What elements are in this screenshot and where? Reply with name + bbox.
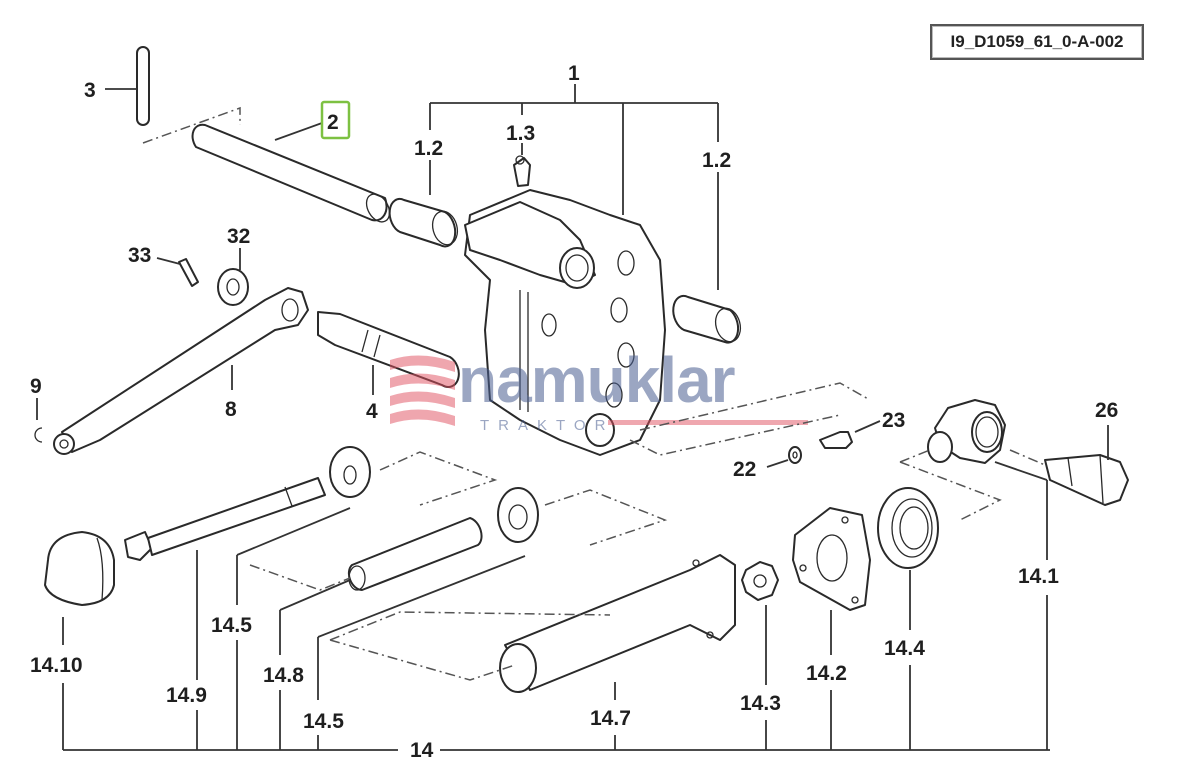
assembly-line (249, 564, 351, 591)
callout-8[interactable]: 8 (225, 398, 237, 421)
part-14-5-washer-top[interactable] (329, 446, 371, 498)
assembly-line (1009, 449, 1046, 466)
callout-1[interactable]: 1 (568, 62, 580, 85)
part-23-screw[interactable] (819, 431, 853, 449)
watermark-brand: namuklar (458, 344, 735, 416)
part-14-5-washer-lower[interactable] (497, 487, 539, 543)
callout-14-1[interactable]: 14.1 (1018, 565, 1059, 588)
callout-14-7[interactable]: 14.7 (590, 707, 631, 730)
callout-14-9[interactable]: 14.9 (166, 684, 207, 707)
part-14-8-spacer[interactable] (347, 517, 483, 591)
callout-4[interactable]: 4 (366, 400, 378, 423)
diagram-reference-code: I9_D1059_61_0-A-002 (930, 24, 1144, 60)
part-14-7-tube-flange[interactable] (499, 554, 736, 693)
part-1-bracket-housing[interactable] (464, 189, 666, 456)
callout-1-2-right[interactable]: 1.2 (702, 149, 731, 172)
leader-tree-14 (62, 461, 1050, 751)
callout-14-8[interactable]: 14.8 (263, 664, 304, 687)
part-26-banjo-bolt[interactable] (1044, 454, 1129, 506)
part-8-lever[interactable] (53, 287, 309, 455)
leader-23 (854, 420, 881, 433)
callout-14-10[interactable]: 14.10 (30, 654, 83, 677)
part-14-4-seal[interactable] (877, 487, 939, 569)
callout-14-2[interactable]: 14.2 (806, 662, 847, 685)
callout-14-5-upper[interactable]: 14.5 (211, 614, 252, 637)
watermark-subtitle: TRAKTOR (480, 417, 614, 434)
callout-9[interactable]: 9 (30, 375, 42, 398)
part-9-circlip[interactable] (34, 427, 43, 443)
part-14-3-nut[interactable] (741, 561, 779, 601)
part-14-2-gasket[interactable] (792, 507, 871, 611)
part-14-1-elbow-fitting[interactable] (927, 399, 1006, 464)
callout-23[interactable]: 23 (882, 409, 905, 432)
part-2-pin[interactable] (191, 123, 395, 226)
part-3-roll-pin[interactable] (136, 46, 241, 144)
part-14-10-cap[interactable] (44, 531, 115, 606)
callout-1-2-left[interactable]: 1.2 (414, 137, 443, 160)
highlight-box (320, 100, 351, 140)
callout-2[interactable]: 2 (327, 111, 339, 134)
assembly-line (544, 489, 668, 546)
callout-14-3[interactable]: 14.3 (740, 692, 781, 715)
watermark-logo: namuklar TRAKTOR (390, 344, 808, 434)
leader-22 (766, 459, 789, 468)
callout-3[interactable]: 3 (84, 79, 96, 102)
part-33-split-pin[interactable] (178, 258, 199, 287)
part-22-washer[interactable] (788, 446, 802, 464)
callout-14-4[interactable]: 14.4 (884, 637, 925, 660)
leader-33 (156, 257, 181, 265)
callout-14-5-lower[interactable]: 14.5 (303, 710, 344, 733)
callout-22[interactable]: 22 (733, 458, 756, 481)
leader-2 (274, 122, 323, 141)
leader-tree-1 (429, 84, 719, 290)
assembly-line (379, 451, 498, 506)
assembly-line (329, 611, 611, 681)
part-1-2-bushing-left[interactable] (388, 197, 461, 248)
callout-26[interactable]: 26 (1095, 399, 1118, 422)
part-1-2-bushing-right[interactable] (672, 294, 744, 345)
callout-32[interactable]: 32 (227, 225, 250, 248)
part-14-9-bolt[interactable] (124, 477, 326, 561)
part-32-washer[interactable] (217, 268, 249, 306)
callout-1-3[interactable]: 1.3 (506, 122, 535, 145)
part-1-3-grease-nipple[interactable] (513, 155, 531, 187)
callout-33[interactable]: 33 (128, 244, 151, 267)
assembly-line (899, 449, 1002, 521)
callout-14[interactable]: 14 (410, 739, 434, 762)
assembly-line (639, 382, 871, 431)
